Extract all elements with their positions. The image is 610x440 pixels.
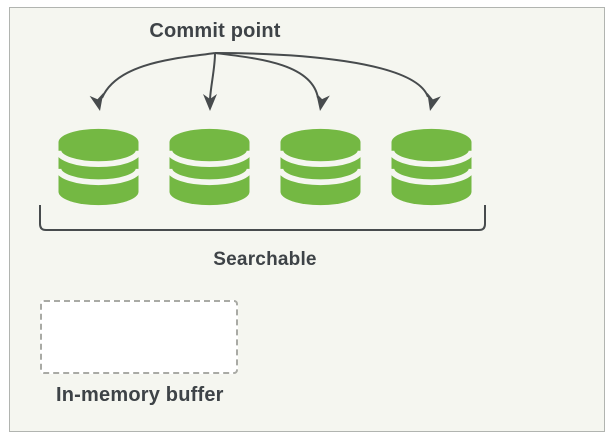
commit-arrow-line-1 (101, 52, 216, 99)
searchable-bracket (39, 205, 486, 231)
commit-arrow-line-3 (214, 52, 319, 99)
arrowhead-icon (89, 92, 104, 111)
database-cylinder-icon (56, 128, 141, 206)
arrowhead-icon (427, 92, 441, 111)
in-memory-buffer-label: In-memory buffer (56, 384, 224, 406)
commit-arrow-line-4 (214, 52, 429, 98)
database-cylinder-icon (278, 128, 363, 206)
database-cylinder-icon (167, 128, 252, 206)
arrowhead-icon (316, 93, 330, 111)
segments-row (56, 127, 474, 207)
in-memory-buffer-box (40, 300, 238, 374)
connector-layer (39, 52, 486, 231)
commit-arrow-line-2 (209, 52, 216, 100)
commit-point-label: Commit point (149, 20, 281, 42)
diagram-frame: Commit point Searchable In-memory buffer (9, 7, 605, 432)
commit-arrows (89, 52, 441, 111)
searchable-label: Searchable (213, 249, 317, 270)
arrowhead-icon (203, 94, 217, 111)
database-cylinder-icon (389, 128, 474, 206)
